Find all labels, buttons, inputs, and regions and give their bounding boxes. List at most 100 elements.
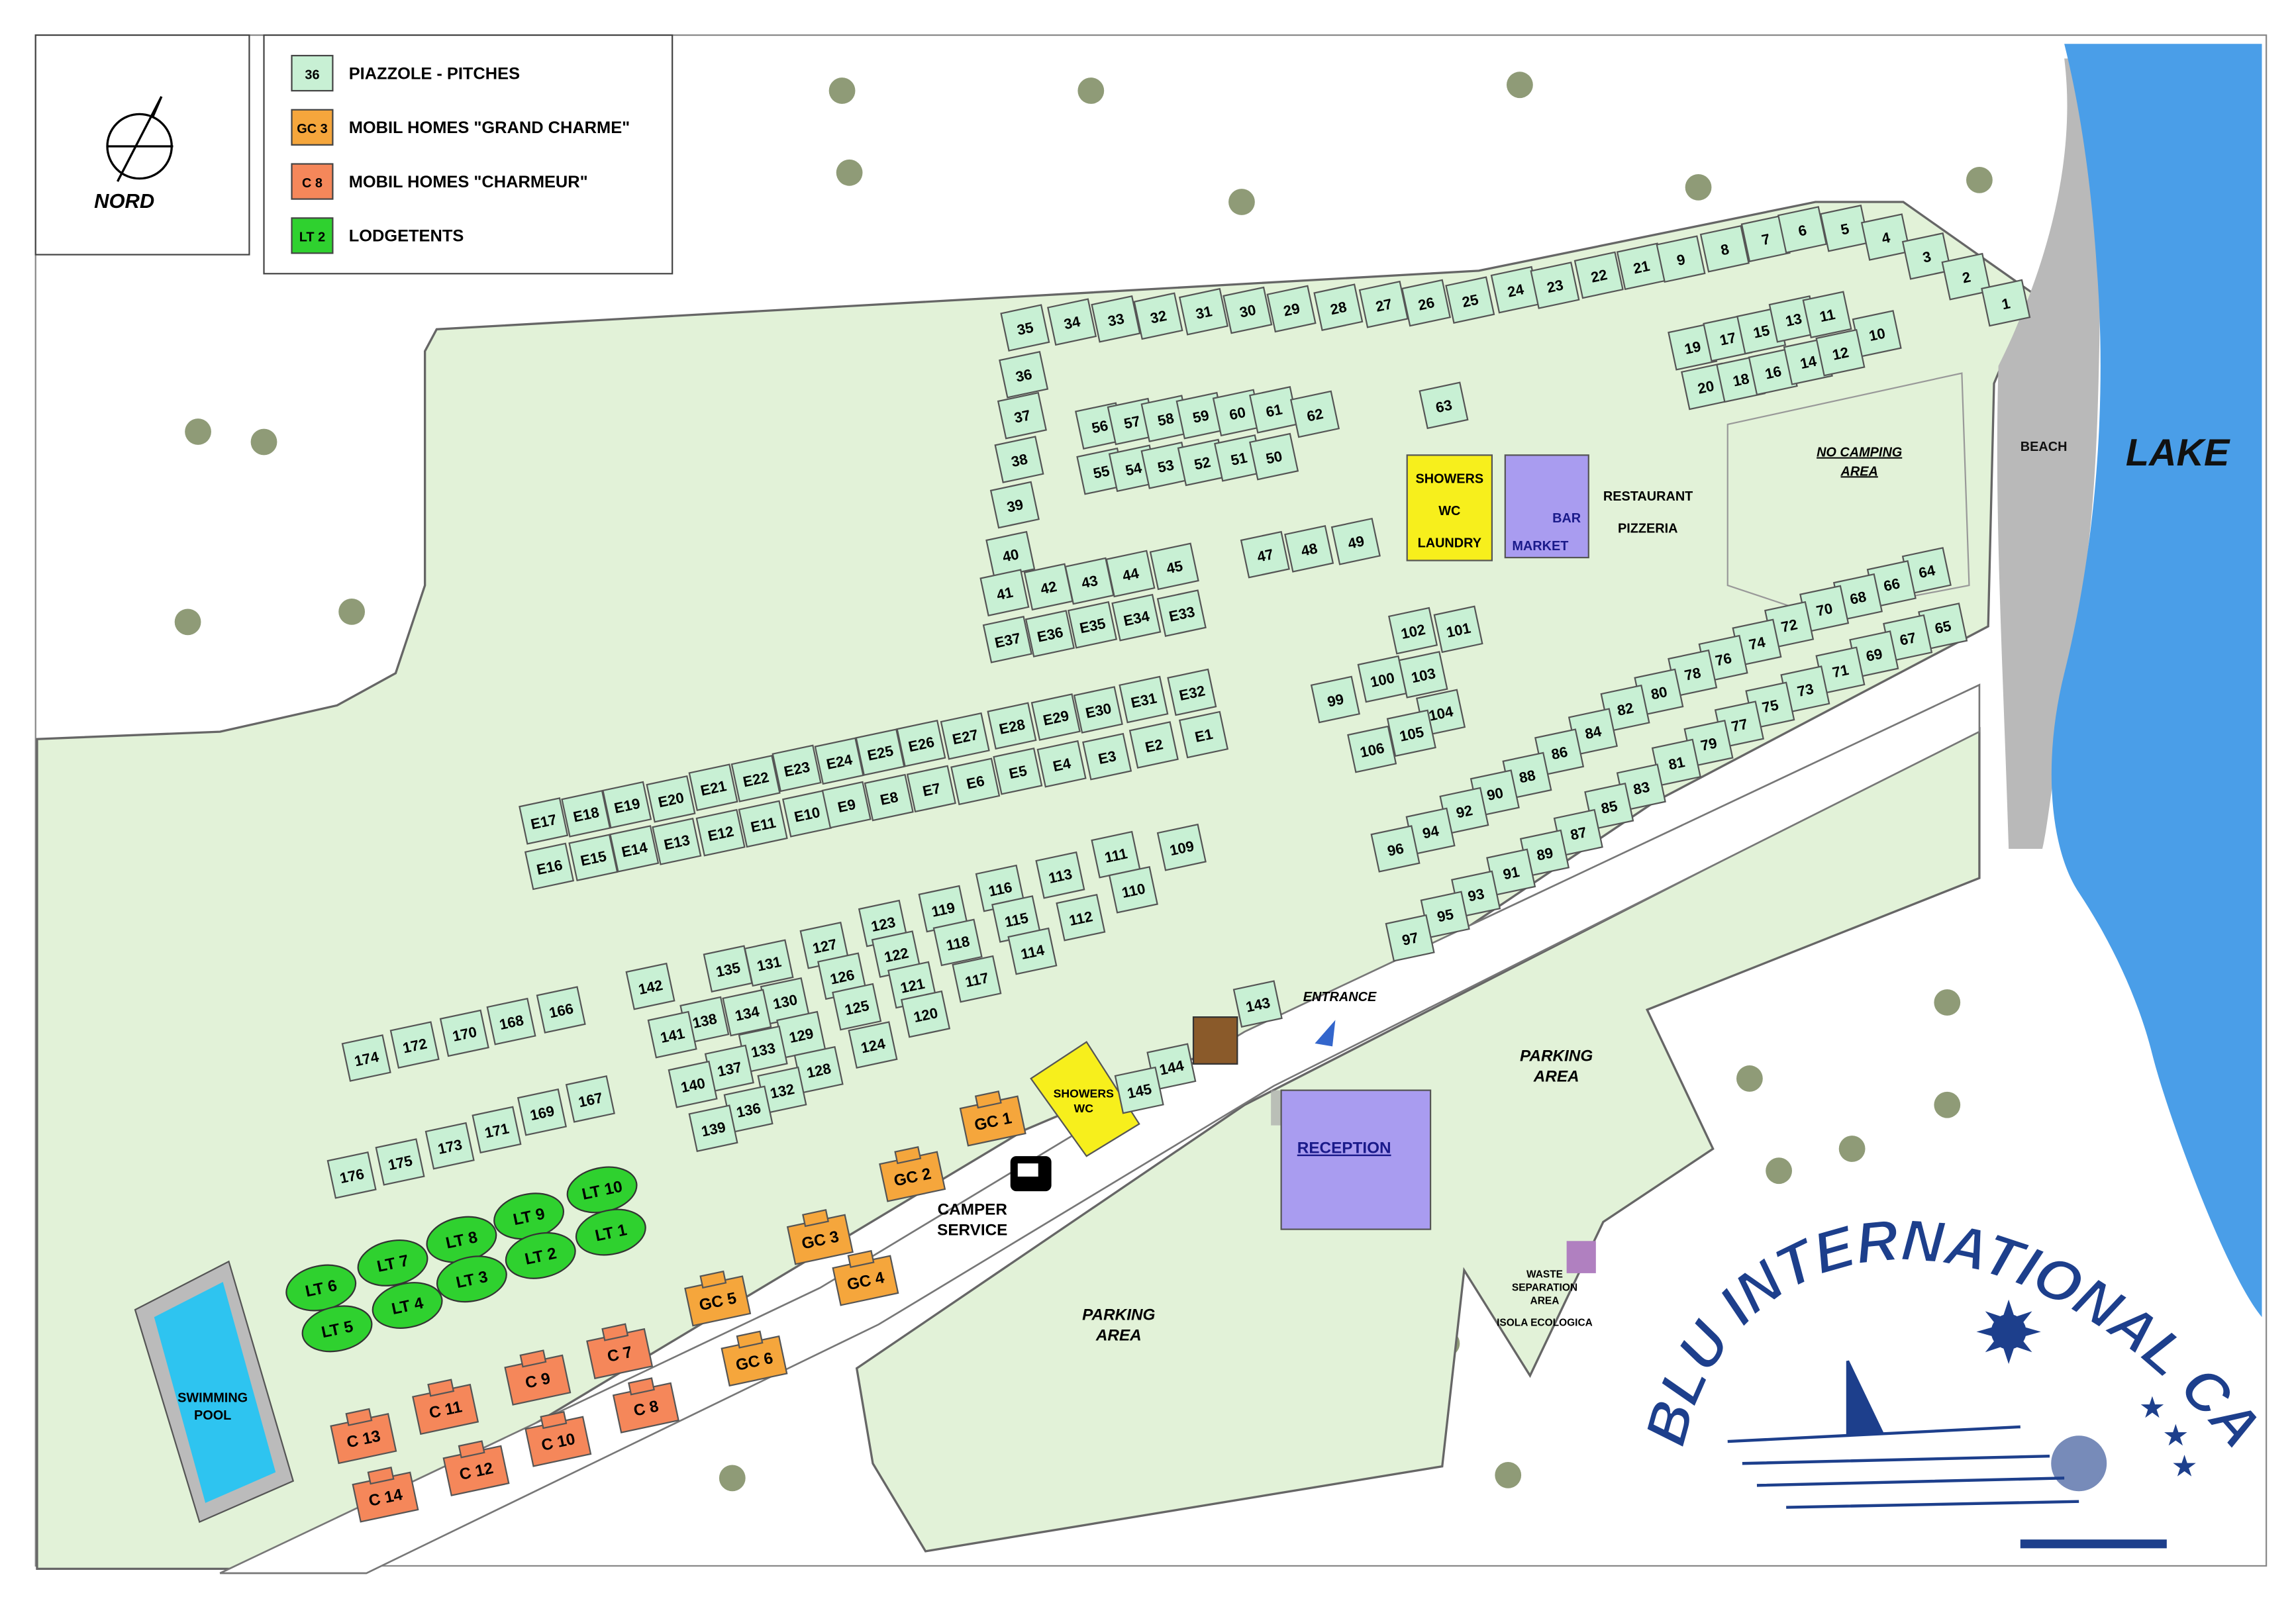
pitch[interactable]: E8	[864, 773, 914, 822]
pitch[interactable]: 22	[1573, 251, 1624, 299]
pitch[interactable]: 169	[517, 1088, 568, 1136]
pitch[interactable]: 110	[1108, 865, 1158, 914]
pitch[interactable]: 80	[1634, 668, 1684, 716]
pitch[interactable]: 12	[1815, 328, 1866, 377]
pitch[interactable]: 99	[1310, 675, 1360, 724]
pitch[interactable]: E7	[906, 765, 956, 813]
pitch[interactable]: 39	[989, 481, 1040, 529]
pitch[interactable]: 124	[848, 1021, 898, 1069]
pitch[interactable]: 30	[1223, 286, 1273, 334]
pitch[interactable]: 44	[1105, 550, 1156, 598]
pitch[interactable]: E5	[993, 747, 1043, 795]
pitch[interactable]: 16	[1748, 348, 1798, 396]
mobile-home-charmeur[interactable]: C 10	[524, 1408, 592, 1467]
pitch[interactable]: 3	[1901, 232, 1952, 280]
pitch[interactable]: 139	[688, 1104, 738, 1152]
pitch[interactable]: 131	[744, 939, 794, 987]
lodgetent[interactable]: LT 5	[298, 1300, 376, 1357]
mobile-home-grand-charme[interactable]: GC 3	[785, 1206, 854, 1265]
pitch[interactable]: E29	[1030, 693, 1081, 741]
mobile-home-grand-charme[interactable]: GC 5	[683, 1268, 752, 1327]
pitch[interactable]: 143	[1232, 980, 1283, 1028]
pitch[interactable]: 134	[722, 989, 772, 1037]
pitch[interactable]: 114	[1007, 927, 1058, 975]
pitch[interactable]: 27	[1358, 280, 1409, 328]
pitch[interactable]: 23	[1530, 262, 1580, 309]
lodgetent[interactable]: LT 4	[368, 1277, 446, 1334]
pitch[interactable]: 2	[1941, 252, 1991, 301]
pitch[interactable]: E11	[738, 800, 788, 848]
pitch[interactable]: E31	[1119, 675, 1169, 724]
pitch[interactable]: 35	[1000, 304, 1050, 352]
pitch[interactable]: 70	[1799, 585, 1850, 633]
pitch[interactable]: 47	[1240, 530, 1290, 579]
pitch[interactable]: 73	[1780, 665, 1830, 713]
pitch[interactable]: 74	[1732, 618, 1782, 667]
pitch[interactable]: 127	[799, 921, 850, 969]
mobile-home-charmeur[interactable]: C 9	[503, 1347, 572, 1406]
pitch[interactable]: 68	[1832, 573, 1883, 621]
pitch[interactable]: 106	[1347, 725, 1397, 773]
pitch[interactable]: 69	[1849, 630, 1899, 678]
pitch[interactable]: E16	[524, 842, 575, 891]
pitch[interactable]: 137	[704, 1044, 754, 1092]
pitch[interactable]: 136	[723, 1085, 774, 1134]
pitch[interactable]: 112	[1056, 893, 1106, 942]
pitch[interactable]: E3	[1082, 732, 1132, 781]
pitch[interactable]: 94	[1405, 807, 1456, 855]
pitch[interactable]: 120	[900, 990, 951, 1038]
pitch[interactable]: 176	[326, 1151, 377, 1199]
lodgetent[interactable]: LT 2	[501, 1227, 579, 1285]
pitch[interactable]: 7	[1740, 215, 1791, 263]
pitch[interactable]: 28	[1313, 283, 1364, 331]
pitch[interactable]: 34	[1047, 298, 1097, 346]
pitch[interactable]: E10	[781, 790, 832, 838]
pitch[interactable]: 128	[793, 1045, 844, 1094]
pitch[interactable]: 167	[565, 1075, 615, 1123]
pitch[interactable]: 62	[1289, 390, 1340, 438]
pitch[interactable]: E18	[561, 790, 611, 838]
pitch[interactable]: 49	[1330, 517, 1381, 565]
pitch[interactable]: E6	[950, 757, 1001, 806]
lodgetent[interactable]: LT 3	[433, 1250, 511, 1308]
pitch[interactable]: E24	[814, 737, 864, 785]
pitch[interactable]: 144	[1146, 1043, 1197, 1091]
pitch[interactable]: 166	[536, 986, 586, 1034]
pitch[interactable]: 109	[1156, 823, 1207, 871]
pitch[interactable]: 20	[1681, 362, 1731, 411]
pitch[interactable]: 6	[1777, 206, 1828, 254]
pitch[interactable]: 11	[1802, 291, 1852, 339]
lodgetent[interactable]: LT 9	[490, 1187, 568, 1245]
pitch[interactable]: 84	[1568, 708, 1618, 755]
mobile-home-charmeur[interactable]: C 11	[411, 1376, 479, 1435]
pitch[interactable]: 29	[1266, 285, 1317, 333]
pitch[interactable]: 60	[1212, 389, 1262, 437]
pitch[interactable]: 65	[1918, 603, 1968, 650]
mobile-home-grand-charme[interactable]: GC 1	[958, 1088, 1026, 1147]
pitch[interactable]: 37	[997, 391, 1047, 440]
pitch[interactable]: E14	[609, 825, 660, 873]
pitch[interactable]: 100	[1357, 655, 1407, 703]
pitch[interactable]: 31	[1178, 287, 1229, 336]
pitch[interactable]: 101	[1433, 605, 1483, 654]
pitch[interactable]: 59	[1175, 391, 1226, 440]
pitch[interactable]: 87	[1553, 808, 1603, 857]
pitch[interactable]: E20	[646, 775, 696, 823]
pitch[interactable]: 79	[1683, 719, 1734, 767]
pitch[interactable]: 97	[1385, 914, 1435, 962]
pitch[interactable]: E21	[688, 763, 738, 811]
pitch[interactable]: 1	[1981, 279, 2031, 327]
mobile-home-charmeur[interactable]: C 14	[351, 1464, 419, 1523]
pitch[interactable]: 133	[738, 1025, 788, 1073]
mobile-home-charmeur[interactable]: C 12	[442, 1437, 510, 1496]
pitch[interactable]: 71	[1815, 646, 1866, 695]
pitch[interactable]: E13	[652, 818, 702, 865]
pitch[interactable]: 170	[439, 1009, 489, 1057]
pitch[interactable]: E19	[602, 781, 652, 829]
pitch[interactable]: E36	[1024, 610, 1075, 657]
pitch[interactable]: 118	[932, 918, 983, 967]
pitch[interactable]: 142	[625, 962, 675, 1010]
pitch[interactable]: 102	[1388, 606, 1438, 655]
pitch[interactable]: 132	[757, 1066, 807, 1114]
pitch[interactable]: E15	[568, 834, 619, 882]
